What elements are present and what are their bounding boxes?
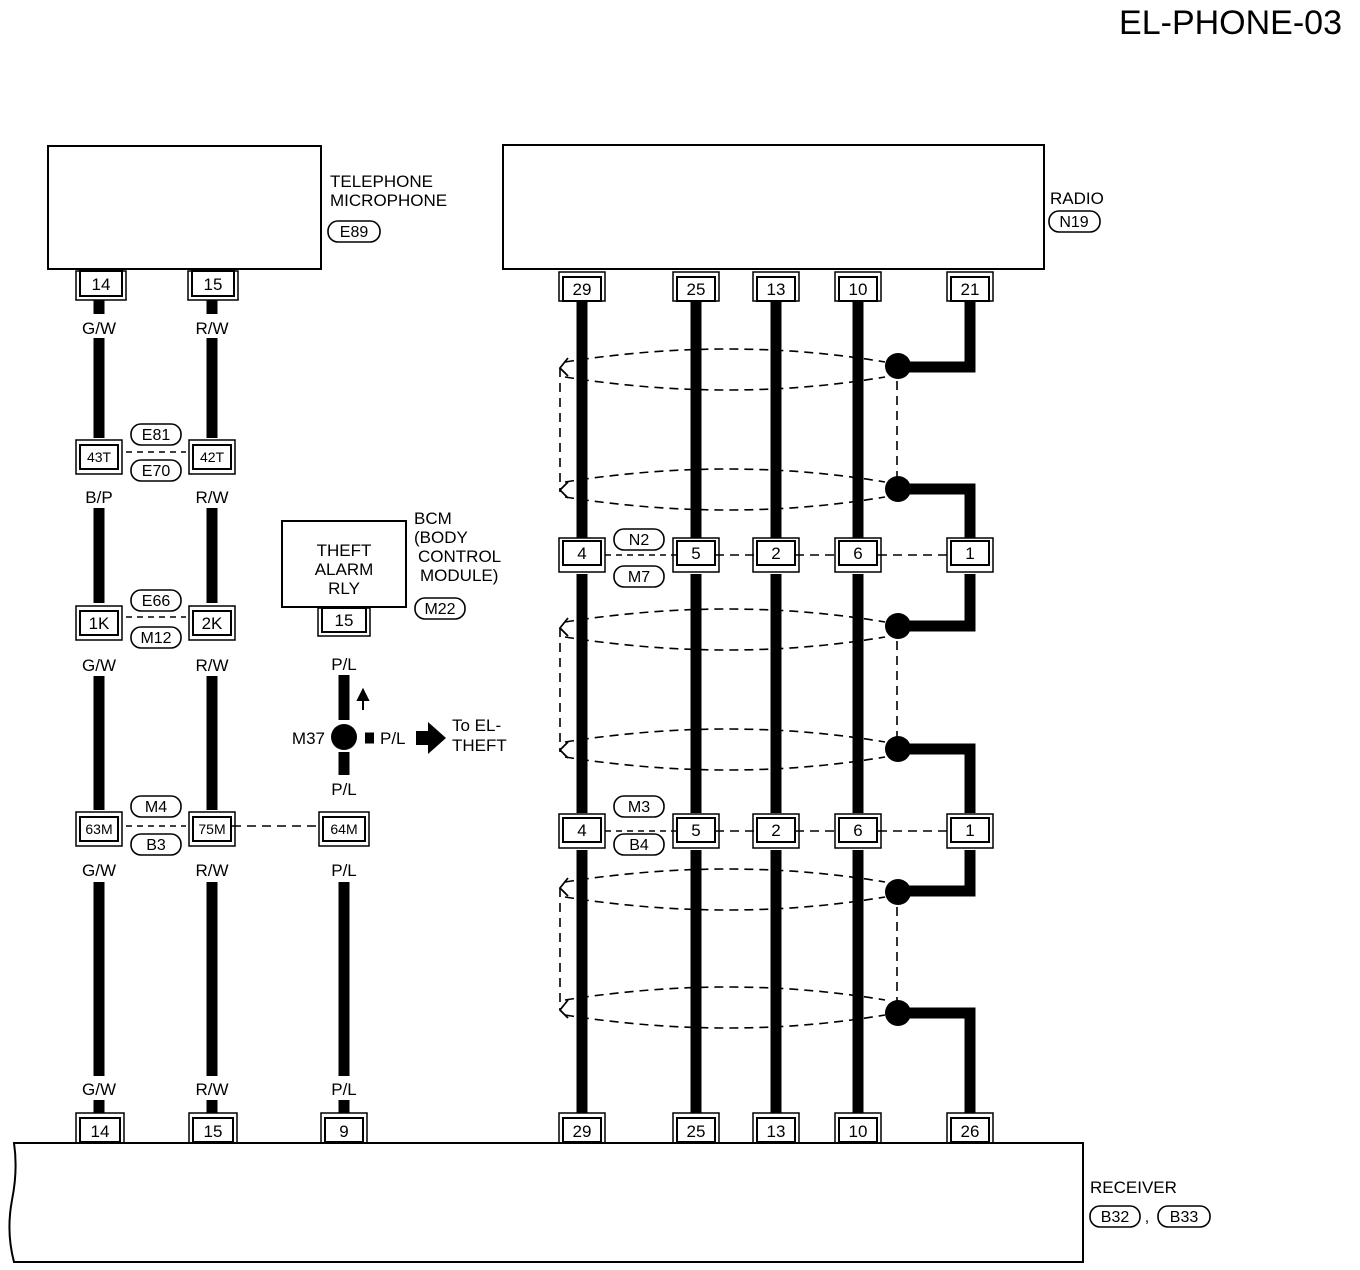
joint-connector-top: E81 (142, 427, 171, 444)
page-code: EL-PHONE-03 (1119, 4, 1342, 42)
bcm-name-line-3: CONTROL (418, 547, 501, 566)
bcm-name-line-2: (BODY (414, 528, 468, 547)
pin-number: 1 (965, 544, 974, 563)
pin-number: 26 (961, 1122, 980, 1141)
to-el-theft-line-2: THEFT (452, 736, 507, 755)
pin-number: 10 (849, 1122, 868, 1141)
splice-m37: M37 P/L To EL- THEFT (292, 687, 507, 755)
splice-name: M37 (292, 729, 325, 748)
pin-numbers: 14 15 29 25 13 10 21 43T 42T 1K 2K 15 63… (85, 275, 979, 1141)
wire-color-label: P/L (331, 861, 357, 880)
joint-connector-bottom: M12 (140, 630, 171, 647)
radio-unit: RADIO N19 (502, 144, 1104, 270)
splice-branch-color: P/L (380, 729, 406, 748)
arrow-up-icon (356, 687, 370, 710)
joint-connector-top: N2 (629, 532, 650, 549)
pin-number: 29 (573, 280, 592, 299)
wire-color-label: R/W (195, 861, 228, 880)
pin-number: 5 (691, 821, 700, 840)
pin-number: 25 (687, 280, 706, 299)
pin-number: 5 (691, 544, 700, 563)
bcm-name-line-1: BCM (414, 509, 452, 528)
pin-number: 9 (339, 1122, 348, 1141)
connector-badge (414, 597, 466, 620)
telephone-microphone-label-2: MICROPHONE (330, 191, 447, 210)
pin-number: 64M (330, 821, 357, 837)
pin-number: 2K (202, 614, 223, 633)
joint-connector-labels: E81 E70 E66 M12 M4 B3 N2 M7 M3 B4 (126, 423, 680, 856)
pin-number: 4 (577, 821, 586, 840)
pin-number: 43T (87, 449, 112, 465)
bcm-box-line-1: THEFT (317, 541, 372, 560)
to-el-theft-line-1: To EL- (452, 716, 501, 735)
arrow-right-icon (416, 722, 446, 754)
pin-number: 63M (85, 821, 112, 837)
pin-number: 15 (204, 275, 223, 294)
pin-number: 2 (771, 544, 780, 563)
pin-number: 13 (767, 280, 786, 299)
telephone-microphone: TELEPHONE MICROPHONE E89 (47, 145, 447, 270)
bcm-module: THEFT ALARM RLY BCM (BODY CONTROL MODULE… (281, 509, 501, 620)
pin-number: 21 (961, 280, 980, 299)
pin-number: 15 (335, 611, 354, 630)
pin-boxes (75, 270, 994, 1144)
bcm-box-line-3: RLY (328, 579, 360, 598)
bcm-box-line-2: ALARM (315, 560, 374, 579)
wire-color-label: G/W (82, 656, 116, 675)
pin-number: 6 (853, 544, 862, 563)
pin-number: 15 (204, 1122, 223, 1141)
receiver-label: RECEIVER (1090, 1178, 1177, 1197)
pin-number: 1K (89, 614, 110, 633)
connector-id: N19 (1059, 214, 1088, 231)
connector-badge (1157, 1205, 1211, 1228)
joint-connector-top: M3 (628, 799, 650, 816)
connector-badge (327, 220, 381, 243)
connector-id: M22 (424, 601, 455, 618)
wire-color-label: R/W (195, 1080, 228, 1099)
shield-end-marks (558, 357, 569, 1019)
connector-badge (1048, 210, 1101, 233)
wire-color-label: R/W (195, 656, 228, 675)
joint-connector-bottom: E70 (142, 463, 171, 480)
connector-separator: , (1145, 1209, 1149, 1226)
joint-connector-bottom: B3 (146, 837, 166, 854)
pin-number: 25 (687, 1122, 706, 1141)
wire-color-label: R/W (195, 488, 228, 507)
pin-number: 75M (198, 821, 225, 837)
wire-color-label: P/L (331, 1080, 357, 1099)
wire-color-label: G/W (82, 1080, 116, 1099)
shield-splice-dots (885, 353, 911, 1026)
wire-color-label: B/P (85, 488, 112, 507)
pin-number: 14 (91, 1122, 110, 1141)
pin-number: 14 (92, 275, 111, 294)
pin-number: 1 (965, 821, 974, 840)
radio-label: RADIO (1050, 189, 1104, 208)
wire-color-label: G/W (82, 319, 116, 338)
pin-number: 10 (849, 280, 868, 299)
wire-color-label: P/L (331, 780, 357, 799)
receiver-unit: RECEIVER B32 , B33 (8, 1142, 1211, 1263)
connector-badge (1089, 1205, 1141, 1228)
pin-number: 29 (573, 1122, 592, 1141)
joint-connector-bottom: B4 (629, 837, 649, 854)
joint-connector-top: M4 (145, 799, 167, 816)
bcm-name-line-4: MODULE) (420, 566, 498, 585)
wires (93, 300, 976, 1113)
joint-connector-bottom: M7 (628, 569, 650, 586)
telephone-microphone-label-1: TELEPHONE (330, 172, 433, 191)
wire-color-label: R/W (195, 319, 228, 338)
joint-connector-top: E66 (142, 593, 171, 610)
pin-number: 6 (853, 821, 862, 840)
pin-number: 2 (771, 821, 780, 840)
wire-color-label: P/L (331, 655, 357, 674)
connector-id: E89 (340, 224, 369, 241)
pin-number: 42T (200, 449, 225, 465)
connector-id: B32 (1101, 1209, 1130, 1226)
wire-color-labels: G/W R/W B/P R/W G/W R/W G/W R/W G/W R/W … (82, 319, 357, 1099)
pin-number: 13 (767, 1122, 786, 1141)
wire-color-label: G/W (82, 861, 116, 880)
connector-id: B33 (1170, 1209, 1199, 1226)
pin-number: 4 (577, 544, 586, 563)
